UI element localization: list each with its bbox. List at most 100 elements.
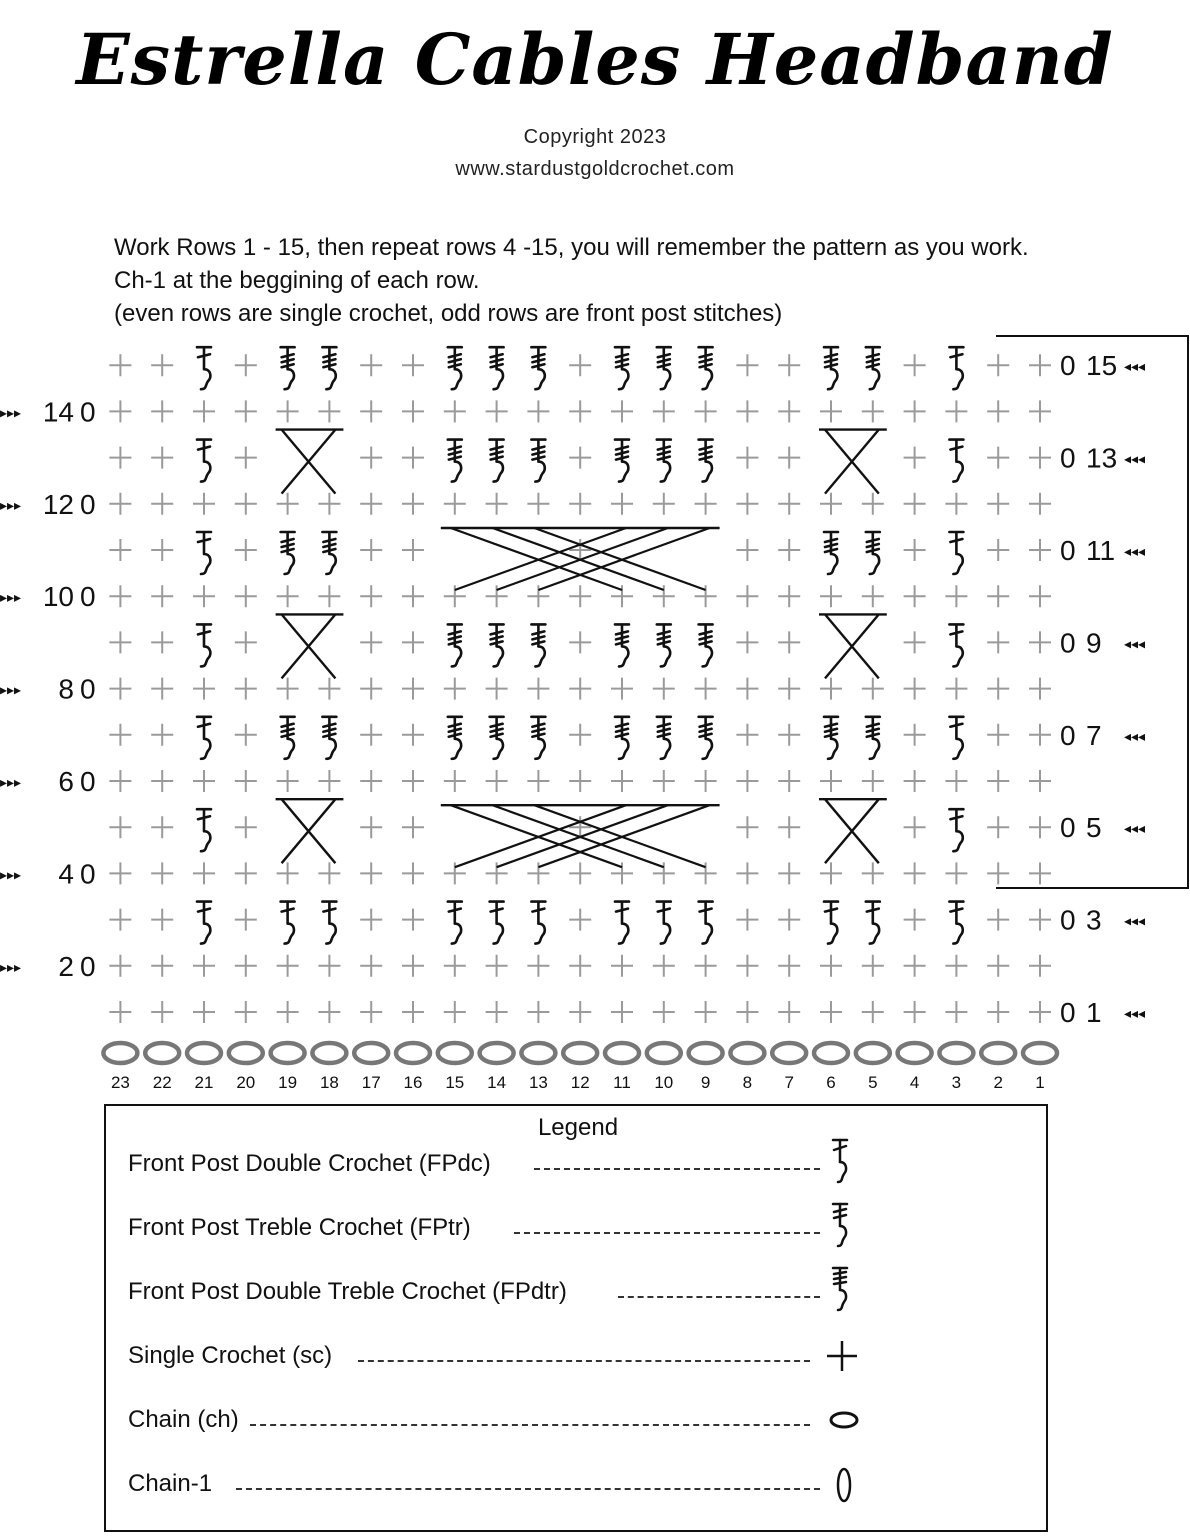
sc-stitch	[987, 446, 1010, 469]
sc-stitch	[987, 1001, 1010, 1023]
sc-stitch	[987, 954, 1010, 977]
sc-stitch	[109, 539, 132, 561]
sc-stitch	[318, 677, 341, 700]
sc-stitch	[485, 585, 508, 608]
sc-stitch	[1029, 677, 1051, 700]
sc-stitch	[987, 770, 1010, 792]
sc-stitch	[234, 677, 257, 700]
sc-stitch	[485, 400, 508, 423]
sc-stitch	[109, 954, 132, 977]
post-stitch	[321, 345, 338, 391]
sc-stitch	[694, 492, 717, 515]
post-stitch	[948, 345, 965, 391]
sc-stitch	[778, 539, 801, 561]
post-stitch	[488, 900, 505, 945]
row-arrow: ◂◂◂	[1124, 452, 1145, 468]
sc-stitch	[109, 585, 132, 608]
sc-stitch	[109, 908, 132, 931]
sc-stitch	[443, 954, 466, 977]
sc-stitch	[861, 770, 884, 792]
chain-stitch	[602, 1040, 642, 1066]
post-stitch	[195, 807, 213, 853]
sc-stitch	[861, 1001, 884, 1023]
sc-stitch	[820, 954, 842, 977]
chain-1-marker: 0	[1060, 350, 1076, 381]
sc-stitch	[318, 400, 341, 423]
sc-stitch	[360, 862, 383, 885]
sc-stitch	[276, 770, 299, 792]
post-stitch	[279, 715, 296, 761]
legend-dashes	[358, 1360, 810, 1362]
stitch-number: 8	[743, 1073, 752, 1092]
cable-cross	[819, 613, 887, 680]
cable-cross	[492, 804, 665, 869]
sc-stitch	[402, 631, 424, 654]
chain-1-icon	[836, 1467, 852, 1503]
post-stitch	[488, 345, 505, 391]
chain-stitch	[560, 1040, 600, 1066]
chain-1-marker: 0	[80, 858, 96, 889]
stitch-number: 6	[826, 1073, 835, 1092]
sc-stitch	[151, 677, 174, 700]
sc-stitch	[276, 1001, 299, 1023]
sc-stitch	[443, 585, 466, 608]
sc-stitch	[1029, 908, 1051, 931]
sc-stitch	[652, 1001, 675, 1023]
sc-stitch	[903, 954, 926, 977]
post-stitch	[822, 715, 840, 761]
sc-stitch	[778, 446, 801, 469]
sc-stitch	[861, 585, 884, 608]
chain-stitch	[142, 1040, 182, 1066]
sc-stitch	[402, 723, 424, 746]
post-stitch	[530, 438, 547, 483]
row-arrow: ◂◂◂	[1124, 914, 1145, 930]
sc-stitch	[443, 677, 466, 700]
row-label: 15	[1086, 350, 1117, 381]
sc-stitch	[569, 446, 592, 469]
chain-stitch	[728, 1040, 767, 1066]
sc-stitch	[402, 770, 424, 792]
sc-stitch	[903, 446, 926, 469]
sc-stitch	[151, 492, 174, 515]
row-arrow: ◂◂◂	[1124, 821, 1145, 837]
sc-stitch	[945, 862, 968, 885]
post-stitch	[530, 900, 547, 945]
sc-stitch	[945, 400, 968, 423]
sc-stitch	[987, 862, 1010, 885]
sc-stitch	[109, 1001, 132, 1023]
chain-1-marker: 0	[80, 396, 96, 427]
sc-stitch	[694, 585, 717, 608]
row-arrow: ▸▸▸	[0, 590, 21, 606]
cable-cross	[534, 804, 706, 869]
sc-stitch	[903, 908, 926, 931]
post-stitch	[697, 715, 714, 761]
row-label: 1	[1086, 997, 1102, 1028]
sc-stitch	[234, 631, 257, 654]
row-label: 3	[1086, 905, 1102, 936]
sc-stitch	[360, 816, 383, 839]
sc-stitch	[402, 862, 424, 885]
post-stitch	[864, 900, 882, 945]
pattern-title: Estrella Cables Headband	[76, 18, 1114, 101]
post-stitch	[655, 900, 673, 945]
sc-stitch	[736, 723, 759, 746]
post-stitch	[530, 715, 547, 761]
stitch-number: 23	[111, 1073, 130, 1092]
row-arrow: ◂◂◂	[1124, 729, 1145, 745]
sc-stitch	[778, 908, 801, 931]
post-stitch	[195, 530, 213, 576]
sc-stitch	[234, 539, 257, 561]
row-label: 13	[1086, 443, 1117, 474]
row-label: 7	[1086, 720, 1102, 751]
post-stitch	[948, 438, 965, 483]
sc-stitch	[527, 400, 550, 423]
sc-stitch	[318, 954, 341, 977]
sc-stitch	[485, 954, 508, 977]
chain-stitch	[184, 1040, 224, 1066]
sc-stitch	[736, 492, 759, 515]
post-stitch	[195, 438, 213, 483]
fpdc-icon	[831, 1138, 849, 1184]
sc-stitch	[736, 539, 759, 561]
sc-stitch	[402, 585, 424, 608]
sc-stitch	[652, 400, 675, 423]
